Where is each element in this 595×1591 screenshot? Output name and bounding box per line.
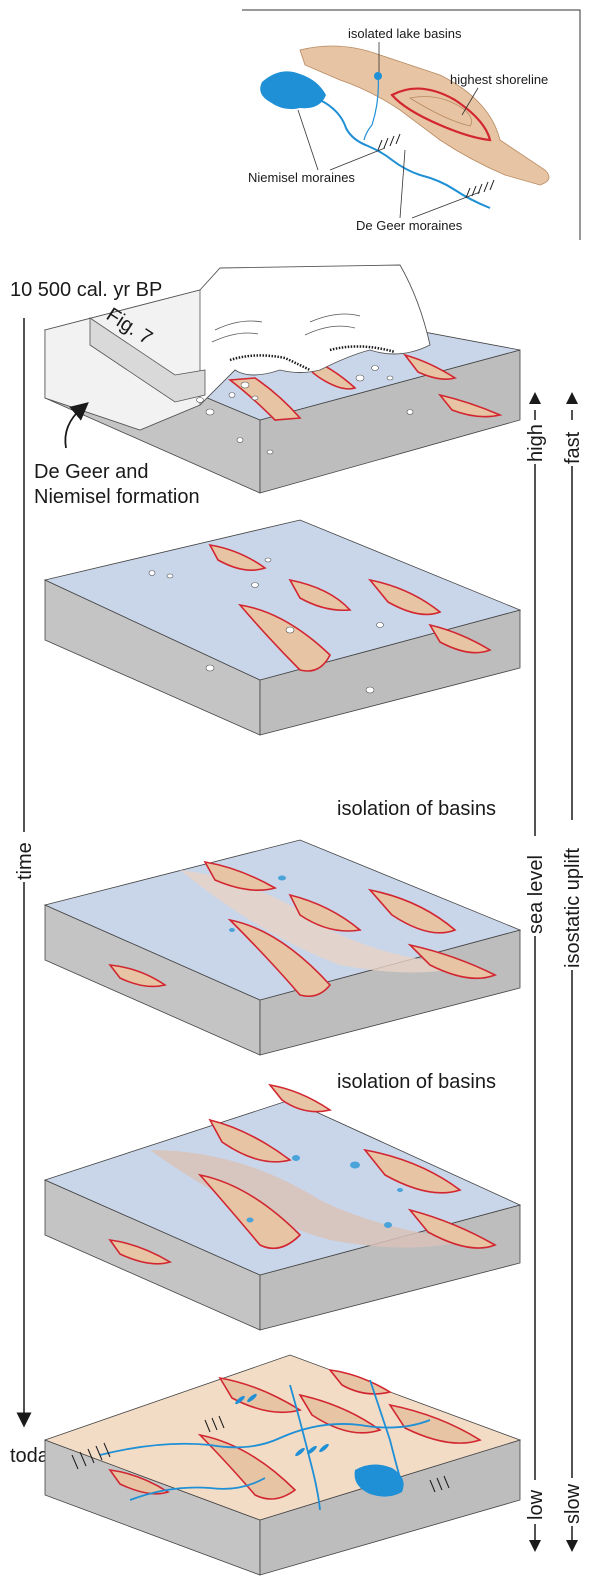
inset-lake bbox=[260, 71, 326, 110]
stage-4-shallow bbox=[150, 1150, 470, 1248]
stage-2-block bbox=[43, 519, 522, 736]
inset-land-ridge bbox=[299, 45, 550, 186]
formation-arrow bbox=[64, 402, 89, 449]
stage-3-isolated-basins bbox=[229, 875, 286, 932]
inset-label-niemisel-moraines: Niemisel moraines bbox=[248, 170, 355, 185]
stage-4-ridge-5 bbox=[108, 1238, 172, 1265]
stage-4-isolated-basins bbox=[246, 1155, 403, 1228]
inset-river bbox=[319, 99, 491, 209]
stage-3-ridge-3 bbox=[227, 918, 332, 998]
isostatic-uplift-axis: fast isostatic uplift slow bbox=[561, 392, 584, 1552]
uplift-slow-label: slow bbox=[562, 1483, 584, 1524]
stage-3-ridge-1 bbox=[203, 860, 278, 891]
stage-2-icebergs bbox=[148, 557, 384, 694]
stage-1-land-ridge-4 bbox=[437, 393, 503, 418]
stage-1-land-ridge-3 bbox=[402, 353, 457, 380]
sea-level-low-label: low bbox=[525, 1489, 547, 1520]
inset-shoreline bbox=[390, 87, 492, 142]
stage-5-rivers bbox=[99, 1379, 431, 1511]
formation-label-line2: Niemisel formation bbox=[34, 486, 200, 508]
uplift-axis-label: isostatic uplift bbox=[562, 848, 584, 968]
stage-4-ridge-1 bbox=[208, 1118, 292, 1163]
stage-3-block: isolation of basins bbox=[43, 798, 522, 1056]
stage-2-ridge-5 bbox=[428, 623, 492, 654]
inset-label-isolated-lake-basins: isolated lake basins bbox=[348, 26, 462, 41]
stage-4-ridge-2 bbox=[197, 1173, 302, 1250]
inset-isolated-lake bbox=[374, 72, 382, 80]
stage-5-block bbox=[43, 1354, 522, 1576]
stage-1-moraine-ridge bbox=[229, 354, 311, 372]
stage-3-shallow bbox=[180, 870, 470, 973]
stage-1-icebergs bbox=[196, 365, 414, 455]
inset-leaders bbox=[297, 42, 481, 219]
sea-level-axis: high sea level low bbox=[524, 392, 547, 1552]
stage-1-block: Fig. 7 De Geer and Niemisel formation bbox=[34, 264, 521, 508]
stage-4-ridge-6 bbox=[268, 1083, 332, 1113]
stage-3-ridge-4 bbox=[367, 888, 457, 934]
stage-3-ridge-5 bbox=[407, 943, 497, 980]
stage-2-water bbox=[43, 519, 522, 681]
inset-label-highest-shoreline: highest shoreline bbox=[450, 72, 548, 87]
stage-2-ridge-3 bbox=[237, 603, 331, 672]
inset-label-de-geer-moraines: De Geer moraines bbox=[356, 218, 463, 233]
stage-2-ridge-2 bbox=[288, 578, 352, 612]
stage-4-block: isolation of basins bbox=[43, 1071, 522, 1331]
stage-2-ridge-1 bbox=[208, 543, 267, 571]
formation-label-line1: De Geer and bbox=[34, 461, 149, 483]
stage-1-land-ridge bbox=[227, 377, 302, 421]
inset-map: isolated lake basins highest shoreline N… bbox=[242, 9, 581, 240]
time-label-gap bbox=[14, 832, 36, 882]
stage-4-ridge-4 bbox=[407, 1208, 497, 1249]
inset-stream bbox=[363, 73, 379, 141]
stage-3-caption: isolation of basins bbox=[337, 798, 496, 820]
stage-3-ridge-2 bbox=[288, 893, 362, 932]
stage-1-fig7-slab bbox=[89, 317, 206, 403]
sea-level-axis-label: sea level bbox=[525, 855, 547, 934]
stage-4-caption: isolation of basins bbox=[337, 1071, 496, 1093]
sea-level-high-label: high bbox=[525, 424, 547, 462]
time-axis-label: time bbox=[14, 842, 36, 880]
inset-frame bbox=[242, 9, 581, 240]
stage-3-ridge-6 bbox=[108, 964, 167, 988]
stage-1-ice-crevasses bbox=[211, 313, 361, 343]
stage-5-moraine-ticks bbox=[71, 1415, 450, 1493]
stage-4-ridge-3 bbox=[363, 1148, 462, 1194]
stage-5-ridges bbox=[108, 1368, 482, 1500]
stage-5-lake bbox=[354, 1464, 404, 1497]
stage-5-niemisel-moraines bbox=[235, 1393, 329, 1457]
start-time-label: 10 500 cal. yr BP bbox=[10, 279, 162, 301]
inset-moraine-ticks bbox=[377, 133, 495, 199]
uplift-fast-label: fast bbox=[562, 431, 584, 464]
inset-shoreline-inner bbox=[408, 96, 473, 127]
stage-2-ridge-4 bbox=[367, 578, 442, 616]
